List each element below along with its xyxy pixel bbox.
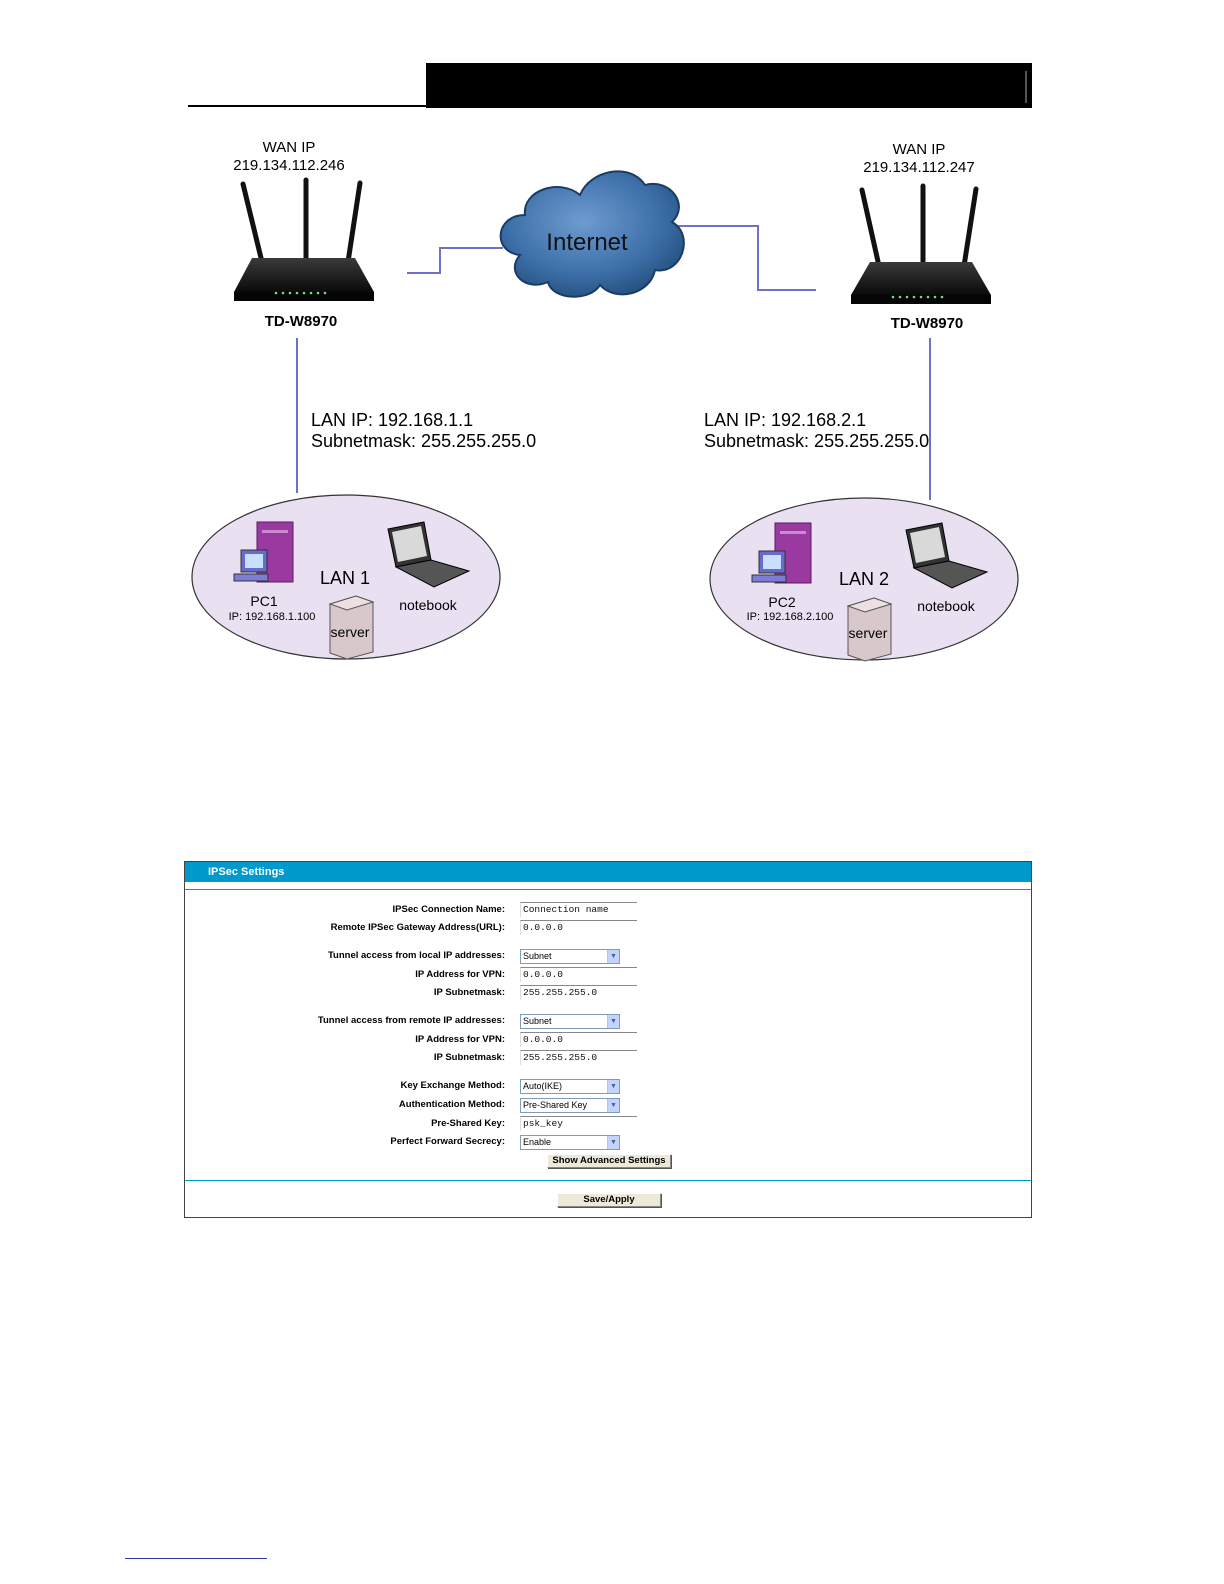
auth-method-value: Pre-Shared Key <box>523 1100 588 1110</box>
router-2 <box>851 183 991 304</box>
router-1 <box>234 177 374 301</box>
router2-wan-label: WAN IP <box>893 141 946 158</box>
row-remote-mask: IP Subnetmask: 255.255.255.0 <box>185 1050 1031 1066</box>
notebook2-label: notebook <box>917 598 976 614</box>
row-key-exchange: Key Exchange Method: Auto(IKE) ▼ <box>185 1078 1031 1094</box>
row-local-ip: IP Address for VPN: 0.0.0.0 <box>185 967 1031 983</box>
link-router1-internet <box>407 247 503 274</box>
local-access-select[interactable]: Subnet ▼ <box>520 949 620 964</box>
local-mask-input[interactable]: 255.255.255.0 <box>520 985 637 1000</box>
header-bar <box>426 63 1032 108</box>
psk-label: Pre-Shared Key: <box>431 1118 505 1129</box>
pc1-icon <box>233 521 294 583</box>
remote-access-value: Subnet <box>523 1016 552 1026</box>
router2-lan-ip: LAN IP: 192.168.2.1 <box>704 410 866 430</box>
pfs-label: Perfect Forward Secrecy: <box>390 1136 505 1147</box>
router1-wan-ip: 219.134.112.246 <box>233 157 345 174</box>
lan1-name: LAN 1 <box>320 568 370 588</box>
local-mask-label: IP Subnetmask: <box>433 987 505 998</box>
server1-icon <box>328 595 375 660</box>
key-exchange-label: Key Exchange Method: <box>400 1080 505 1091</box>
router1-wan-label: WAN IP <box>263 139 316 156</box>
pfs-select[interactable]: Enable ▼ <box>520 1135 620 1150</box>
notebook1-label: notebook <box>399 597 458 613</box>
pc2-ip: IP: 192.168.2.100 <box>747 611 834 623</box>
psk-input[interactable]: psk_key <box>520 1116 637 1131</box>
row-remote-access: Tunnel access from remote IP addresses: … <box>185 1013 1031 1029</box>
panel-divider-bottom <box>185 1180 1031 1181</box>
row-psk: Pre-Shared Key: psk_key <box>185 1116 1031 1132</box>
link-internet-router2 <box>670 225 816 291</box>
row-local-mask: IP Subnetmask: 255.255.255.0 <box>185 985 1031 1001</box>
ipsec-settings-panel: IPSec Settings IPSec Connection Name: Co… <box>184 861 1032 1218</box>
chevron-down-icon[interactable]: ▼ <box>607 1136 619 1149</box>
save-apply-button[interactable]: Save/Apply <box>557 1193 661 1207</box>
local-access-value: Subnet <box>523 951 552 961</box>
pc1-ip: IP: 192.168.1.100 <box>229 611 316 623</box>
router1-model: TD-W8970 <box>265 313 338 330</box>
row-local-access: Tunnel access from local IP addresses: S… <box>185 948 1031 964</box>
pc2-label: PC2 <box>768 594 795 610</box>
chevron-down-icon[interactable]: ▼ <box>607 1099 619 1112</box>
remote-ip-input[interactable]: 0.0.0.0 <box>520 1032 637 1047</box>
chevron-down-icon[interactable]: ▼ <box>607 1015 619 1028</box>
remote-gw-label: Remote IPSec Gateway Address(URL): <box>330 922 505 933</box>
row-auth-method: Authentication Method: Pre-Shared Key ▼ <box>185 1097 1031 1113</box>
row-pfs: Perfect Forward Secrecy: Enable ▼ <box>185 1134 1031 1150</box>
remote-mask-label: IP Subnetmask: <box>433 1052 505 1063</box>
router1-subnet: Subnetmask: 255.255.255.0 <box>311 431 536 451</box>
auth-method-select[interactable]: Pre-Shared Key ▼ <box>520 1098 620 1113</box>
chevron-down-icon[interactable]: ▼ <box>607 1080 619 1093</box>
panel-title-bar: IPSec Settings <box>185 862 1031 882</box>
router2-wan-ip: 219.134.112.247 <box>863 159 975 176</box>
auth-method-label: Authentication Method: <box>398 1099 505 1110</box>
row-conn-name: IPSec Connection Name: Connection name <box>185 902 1031 918</box>
row-remote-ip: IP Address for VPN: 0.0.0.0 <box>185 1032 1031 1048</box>
lan2-name: LAN 2 <box>839 569 889 589</box>
header-bar-tick <box>1025 71 1027 103</box>
conn-name-label: IPSec Connection Name: <box>392 904 505 915</box>
router2-subnet: Subnetmask: 255.255.255.0 <box>704 431 929 451</box>
internet-label: Internet <box>546 229 628 256</box>
local-ip-label: IP Address for VPN: <box>415 969 505 980</box>
panel-divider-top <box>185 889 1031 890</box>
router2-model: TD-W8970 <box>891 315 964 332</box>
chevron-down-icon[interactable]: ▼ <box>607 950 619 963</box>
pc2-icon <box>751 522 812 584</box>
server2-label: server <box>849 625 888 641</box>
remote-gw-input[interactable]: 0.0.0.0 <box>520 920 637 935</box>
pfs-value: Enable <box>523 1137 552 1147</box>
show-advanced-button[interactable]: Show Advanced Settings <box>547 1154 671 1168</box>
notebook2-icon <box>905 522 989 589</box>
remote-mask-input[interactable]: 255.255.255.0 <box>520 1050 637 1065</box>
network-links <box>296 225 931 500</box>
network-diagram: WAN IP 219.134.112.246 TD-W8970 WAN IP 2… <box>191 139 1019 662</box>
panel-title: IPSec Settings <box>208 866 285 878</box>
conn-name-input[interactable]: Connection name <box>520 902 637 917</box>
header-rule <box>188 105 428 107</box>
remote-access-select[interactable]: Subnet ▼ <box>520 1014 620 1029</box>
router1-lan-ip: LAN IP: 192.168.1.1 <box>311 410 473 430</box>
key-exchange-select[interactable]: Auto(IKE) ▼ <box>520 1079 620 1094</box>
server2-icon <box>846 597 893 662</box>
pc1-label: PC1 <box>250 593 277 609</box>
local-ip-input[interactable]: 0.0.0.0 <box>520 967 637 982</box>
row-remote-gw: Remote IPSec Gateway Address(URL): 0.0.0… <box>185 920 1031 936</box>
internet-cloud <box>499 170 685 298</box>
notebook1-icon <box>387 521 471 588</box>
remote-ip-label: IP Address for VPN: <box>415 1034 505 1045</box>
remote-access-label: Tunnel access from remote IP addresses: <box>317 1015 505 1026</box>
key-exchange-value: Auto(IKE) <box>523 1081 563 1091</box>
footer-rule <box>125 1558 267 1559</box>
local-access-label: Tunnel access from local IP addresses: <box>327 950 505 961</box>
server1-label: server <box>331 624 370 640</box>
